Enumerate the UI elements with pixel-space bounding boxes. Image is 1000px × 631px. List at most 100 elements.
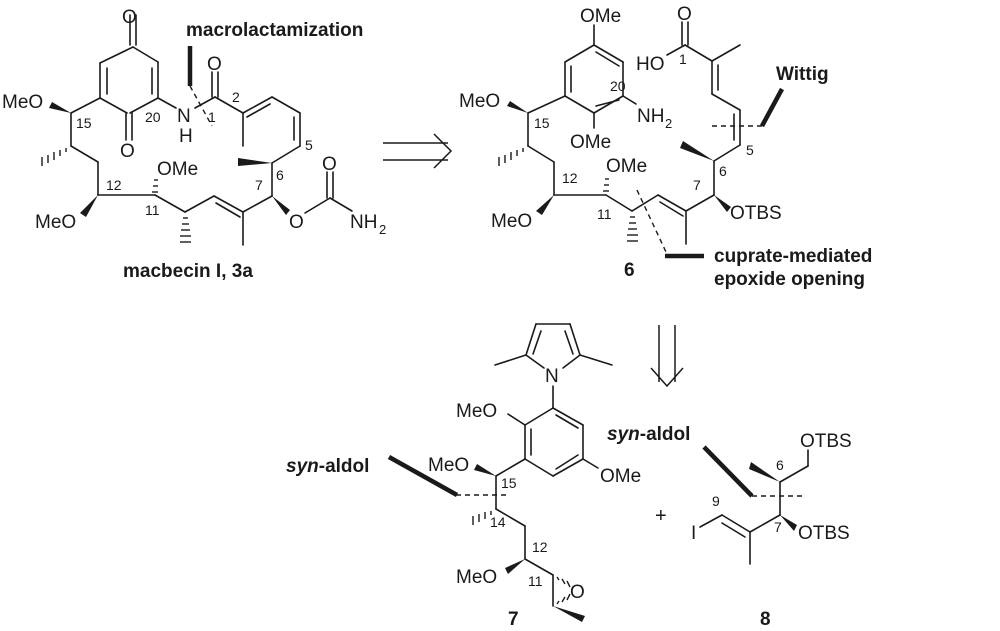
compound-label-8: 8 (760, 609, 771, 630)
quinone-ring (99, 14, 159, 141)
wedge-bond (714, 195, 731, 212)
locant-12: 12 (562, 170, 578, 186)
oxygen-label: O (207, 54, 222, 75)
methoxy-label: MeO (456, 401, 497, 422)
nitrogen-label: N (177, 106, 191, 127)
oxygen-label: O (122, 7, 137, 28)
oxygen-label: O (120, 141, 135, 162)
methoxy-label: OMe (580, 6, 621, 27)
disconnection-label-macrolactamization: macrolactamization (186, 20, 363, 41)
methoxy-label: MeO (2, 92, 43, 113)
locant-7: 7 (693, 177, 701, 193)
disconnection-line (189, 85, 213, 127)
locant-6: 6 (719, 163, 727, 179)
hashed-bond (152, 179, 158, 193)
aldol-suffix: -aldol (319, 456, 370, 477)
locant-14: 14 (490, 514, 506, 530)
hashed-bond (472, 511, 492, 525)
compound-label-6: 6 (624, 260, 635, 281)
locant-11: 11 (145, 202, 160, 218)
disconnection-pointer (387, 455, 459, 497)
wedge-bond (272, 196, 290, 215)
disconnection-pointer (702, 445, 754, 498)
wedge-bond (49, 102, 71, 113)
locant-9: 9 (712, 493, 720, 509)
wedge-bond (780, 515, 797, 531)
oxygen-label: O (322, 154, 337, 175)
hydroxyl-label: HO (636, 54, 665, 75)
hashed-bond (498, 148, 524, 166)
hashed-bond (627, 216, 638, 242)
locant-5: 5 (305, 137, 313, 153)
locant-12: 12 (532, 539, 548, 555)
wedge-bond (507, 101, 528, 113)
subscript-2: 2 (665, 116, 672, 131)
retrosynthetic-arrow-right (383, 133, 453, 169)
locant-7: 7 (255, 177, 263, 193)
locant-2: 2 (232, 89, 240, 105)
locant-11: 11 (597, 206, 612, 222)
wedge-bond (553, 606, 585, 622)
hashed-bond (41, 148, 67, 166)
plus-operator: + (655, 505, 667, 527)
subscript-2: 2 (379, 222, 386, 237)
hashed-bond (603, 178, 609, 192)
wedge-bond (749, 462, 780, 482)
locant-11: 11 (528, 573, 543, 589)
locant-12: 12 (106, 177, 122, 193)
compound-label-7: 7 (508, 609, 519, 630)
structure-compound-7: N MeO OMe MeO 15 syn-aldol 14 (286, 323, 641, 630)
structure-macbecin: O O MeO 1 5 12 MeO 11 OMe (2, 7, 386, 282)
locant-7: 7 (774, 519, 782, 535)
wedge-bond (80, 195, 98, 217)
wedge-bond (474, 464, 496, 476)
iodo-label: I (691, 523, 696, 544)
methoxy-label: OMe (606, 156, 647, 177)
amino-label: NH (350, 212, 377, 233)
oxygen-label: O (289, 212, 304, 233)
compound-label-macbecin: macbecin I, 3a (123, 261, 253, 282)
retrosynthetic-arrow-down (650, 325, 684, 388)
methoxy-label: OMe (600, 466, 641, 487)
disconnection-line (636, 189, 667, 253)
otbs-label: OTBS (730, 203, 782, 224)
otbs-label: OTBS (798, 523, 850, 544)
disconnection-pointer (760, 87, 784, 128)
nitrogen-label: N (545, 366, 559, 387)
disconnection-label-syn-aldol: syn-aldol (286, 456, 369, 477)
methoxy-label: MeO (35, 212, 76, 233)
wedge-bond (238, 158, 272, 166)
structure-compound-6: OMe 20 NH 2 OMe MeO 15 12 (459, 4, 872, 290)
locant-6: 6 (276, 167, 284, 183)
locant-5: 5 (746, 142, 754, 158)
methoxy-label: OMe (570, 132, 611, 153)
locant-1: 1 (208, 109, 216, 125)
locant-1: 1 (679, 51, 687, 67)
aldol-suffix: -aldol (640, 424, 691, 445)
locant-15: 15 (534, 115, 550, 131)
locant-20: 20 (145, 109, 161, 125)
locant-20: 20 (610, 78, 626, 94)
methoxy-label: MeO (459, 91, 500, 112)
hashed-bond (556, 576, 571, 605)
wedge-bond (536, 195, 554, 215)
methoxy-label: MeO (428, 455, 469, 476)
disconnection-label-epoxide: epoxide opening (714, 269, 865, 290)
hashed-bond (180, 217, 191, 243)
locant-15: 15 (501, 475, 517, 491)
disconnection-label-wittig: Wittig (776, 64, 829, 85)
amino-label: NH (637, 106, 664, 127)
otbs-label: OTBS (800, 431, 852, 452)
syn-prefix: syn (286, 456, 319, 477)
syn-prefix: syn (607, 424, 640, 445)
methoxy-label: MeO (491, 211, 532, 232)
wedge-bond (505, 559, 525, 574)
methoxy-label: MeO (456, 567, 497, 588)
disconnection-label-syn-aldol: syn-aldol (607, 424, 690, 445)
wedge-bond (680, 141, 714, 161)
methoxy-label: OMe (157, 159, 198, 180)
locant-6: 6 (776, 457, 784, 473)
oxygen-label: O (570, 582, 585, 603)
hydrogen-label: H (179, 126, 193, 147)
